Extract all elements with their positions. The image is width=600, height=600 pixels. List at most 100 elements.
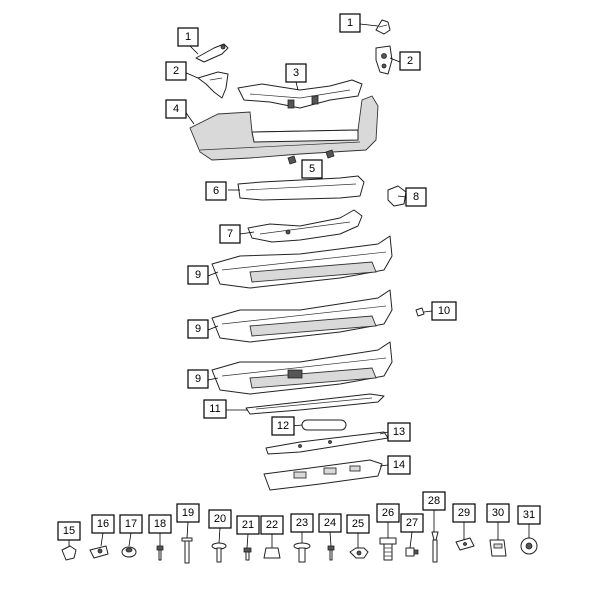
fastener-28 [431,531,439,563]
svg-text:9: 9 [195,373,201,385]
svg-text:24: 24 [324,517,336,529]
callout-2-left: 2 [165,61,187,81]
part-2-right-support [375,45,393,75]
part-9-fascia-a [211,235,393,289]
svg-text:15: 15 [63,525,75,537]
callout-9-a: 9 [187,265,209,285]
callout-19: 19 [176,503,200,523]
callout-12: 12 [271,416,295,436]
fastener-31 [520,537,538,555]
fastener-30 [489,539,507,557]
callout-4: 4 [165,99,187,119]
fastener-20 [211,542,227,563]
callout-20: 20 [208,509,232,529]
svg-text:17: 17 [125,518,137,530]
fastener-18 [156,545,164,561]
svg-text:18: 18 [154,518,166,530]
part-2-left-support [197,71,229,99]
svg-text:25: 25 [352,518,364,530]
callout-30: 30 [486,503,510,523]
svg-text:1: 1 [347,17,353,29]
svg-text:9: 9 [195,269,201,281]
fastener-25 [349,547,369,559]
callout-3: 3 [285,63,307,83]
callout-9-c: 9 [187,369,209,389]
part-11-trim [245,393,385,415]
svg-text:27: 27 [406,517,418,529]
svg-text:13: 13 [393,426,405,438]
part-7-absorber [247,209,363,243]
callout-16: 16 [91,514,115,534]
callout-25: 25 [346,514,370,534]
svg-text:23: 23 [296,517,308,529]
fastener-22 [263,547,281,559]
fastener-19 [181,537,193,564]
callout-1-left: 1 [177,27,199,47]
svg-text:14: 14 [393,459,405,471]
svg-text:7: 7 [227,228,233,240]
part-5-clips [287,149,335,165]
callout-27: 27 [400,513,424,533]
part-10-plug [415,307,425,317]
part-3-upper-bracket [237,79,363,109]
svg-text:2: 2 [407,55,413,67]
svg-text:2: 2 [173,65,179,77]
callout-28: 28 [422,491,446,511]
part-4-fascia [189,95,379,161]
svg-text:16: 16 [97,518,109,530]
callout-26: 26 [376,503,400,523]
callout-8: 8 [405,187,427,207]
svg-text:3: 3 [293,67,299,79]
fastener-29 [455,537,475,551]
svg-text:30: 30 [492,507,504,519]
callout-6: 6 [205,181,227,201]
svg-text:6: 6 [213,185,219,197]
svg-text:9: 9 [195,323,201,335]
svg-text:26: 26 [382,507,394,519]
callout-1-right: 1 [339,13,361,33]
callout-18: 18 [148,514,172,534]
fastener-26 [379,537,397,561]
callout-5: 5 [301,159,323,179]
callout-17: 17 [119,514,143,534]
callout-9-b: 9 [187,319,209,339]
part-14-skid-plate [263,459,383,491]
svg-text:12: 12 [277,420,289,432]
callout-13: 13 [387,422,411,442]
svg-text:29: 29 [458,507,470,519]
svg-text:1: 1 [185,31,191,43]
fastener-17 [121,546,137,558]
svg-text:11: 11 [209,403,220,415]
svg-text:21: 21 [242,519,254,531]
svg-text:22: 22 [266,519,278,531]
part-8-housing [387,185,407,207]
svg-text:28: 28 [428,495,440,507]
callout-11: 11 [203,399,227,419]
fastener-21 [243,547,252,561]
fastener-23 [293,542,311,563]
svg-text:5: 5 [309,163,315,175]
part-12-oval-insert [301,419,347,431]
callout-14: 14 [387,455,411,475]
part-9-fascia-c [211,341,393,395]
svg-text:4: 4 [173,103,179,115]
fastener-24 [327,545,335,561]
fastener-27 [405,547,419,557]
svg-text:20: 20 [214,513,226,525]
part-1-left-bracket [195,43,229,63]
callout-24: 24 [318,513,342,533]
svg-text:19: 19 [182,507,194,519]
callout-10: 10 [431,301,457,321]
part-1-right-clip [375,19,391,35]
svg-text:8: 8 [413,191,419,203]
callout-23: 23 [290,513,314,533]
callout-15: 15 [57,521,81,541]
svg-text:10: 10 [438,305,450,317]
fastener-15 [61,545,77,561]
callout-2-right: 2 [399,51,421,71]
callout-21: 21 [236,515,260,535]
part-9-fascia-b [211,289,393,343]
callout-7: 7 [219,224,241,244]
part-6-reinforcement [237,175,365,201]
